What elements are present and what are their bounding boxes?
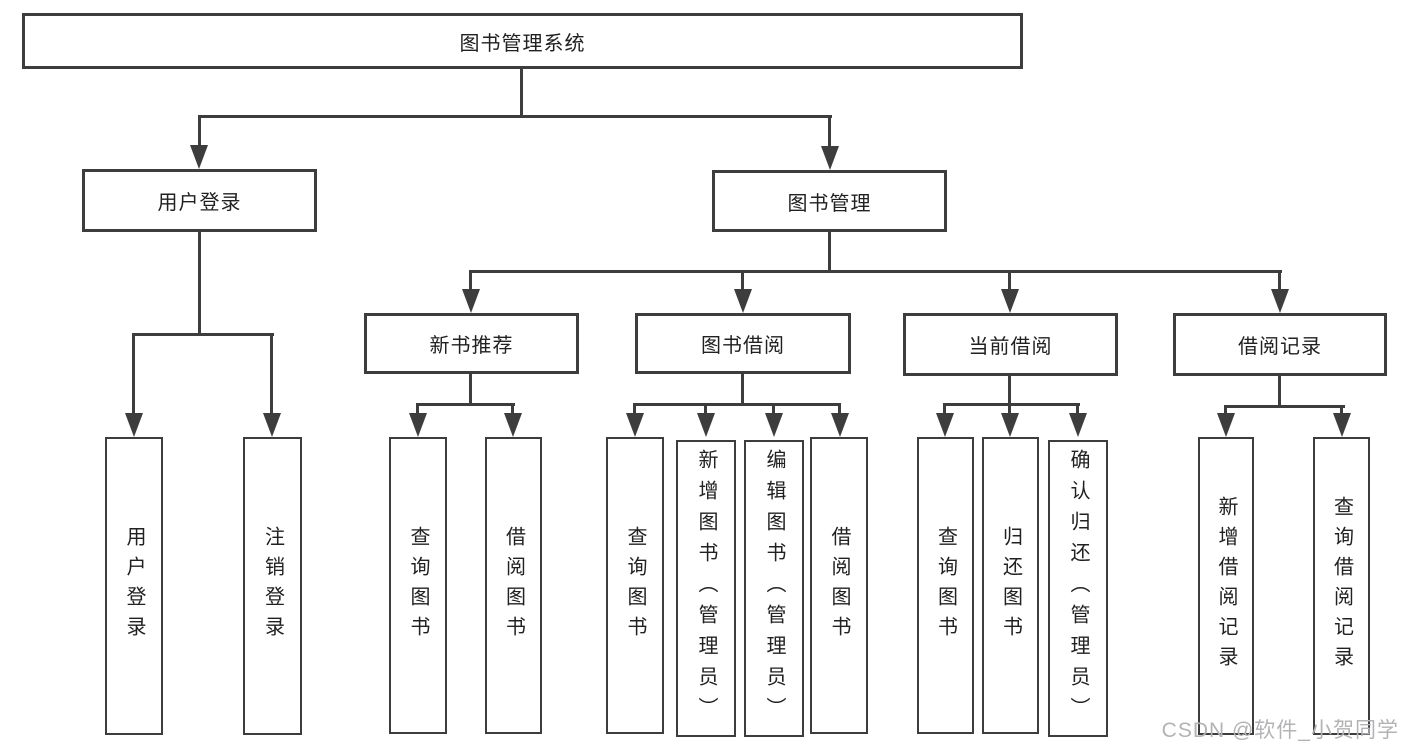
arrowhead-icon [504, 413, 522, 437]
leaf-add-book-admin: 新增图书（管理员） [676, 440, 736, 737]
leaf-label: 借阅图书 [828, 525, 850, 646]
connector-level3-bar [469, 270, 1282, 273]
arrowhead-icon [626, 413, 644, 437]
connector-drop [1224, 405, 1227, 415]
connector-drop [1008, 270, 1011, 292]
connector-drop [741, 270, 744, 292]
connector-mgmt-stem [828, 232, 831, 273]
leaf-label: 新增借阅记录 [1215, 496, 1237, 676]
connector-stem [741, 374, 744, 406]
node-user-login: 用户登录 [82, 169, 317, 232]
leaf-label: 查询图书 [624, 525, 646, 646]
node-new-book-recommend: 新书推荐 [364, 313, 579, 374]
arrowhead-icon [190, 145, 208, 169]
leaf-label: 查询借阅记录 [1330, 496, 1353, 676]
arrowhead-icon [125, 413, 143, 437]
connector-drop [943, 403, 946, 415]
leaf-confirm-return-admin: 确认归还（管理员） [1048, 440, 1108, 737]
leaf-edit-book-admin: 编辑图书（管理员） [744, 440, 804, 737]
leaf-query-borrow-record: 查询借阅记录 [1313, 437, 1370, 735]
connector-drop [1278, 270, 1281, 292]
arrowhead-icon [462, 289, 480, 313]
connector-drop [511, 403, 514, 415]
node-borrow-records: 借阅记录 [1173, 313, 1387, 376]
arrowhead-icon [1217, 413, 1235, 437]
connector-drop [1076, 403, 1079, 415]
connector-drop [633, 403, 636, 415]
leaf-label: 用户登录 [123, 526, 145, 646]
connector-drop-mgmt [828, 115, 831, 148]
arrowhead-icon [409, 413, 427, 437]
connector-bar [416, 403, 515, 406]
connector-bar [1224, 405, 1345, 408]
node-new-book-recommend-label: 新书推荐 [429, 335, 514, 357]
leaf-label: 归还图书 [999, 525, 1022, 646]
leaf-logout: 注销登录 [243, 437, 302, 735]
node-book-borrow: 图书借阅 [635, 313, 851, 374]
connector-drop [772, 403, 775, 415]
arrowhead-icon [263, 413, 281, 437]
leaf-label: 借阅图书 [502, 525, 525, 646]
csdn-watermark: CSDN @软件_小贺同学 [1161, 719, 1399, 742]
arrowhead-icon [821, 146, 839, 170]
leaf-add-borrow-record: 新增借阅记录 [1198, 437, 1254, 735]
arrowhead-icon [1001, 413, 1019, 437]
arrowhead-icon [1271, 289, 1289, 313]
leaf-borrow-books-1: 借阅图书 [485, 437, 542, 734]
connector-drop [270, 333, 273, 414]
connector-level2-bar [198, 115, 832, 118]
leaf-query-books-3: 查询图书 [917, 437, 974, 734]
connector-stem [1278, 376, 1281, 408]
leaf-label: 查询图书 [407, 525, 429, 646]
node-borrow-records-label: 借阅记录 [1238, 336, 1322, 358]
node-root: 图书管理系统 [22, 13, 1023, 69]
leaf-user-login: 用户登录 [105, 437, 163, 735]
connector-bar [633, 403, 841, 406]
leaf-borrow-books-2: 借阅图书 [810, 437, 868, 734]
leaf-return-book: 归还图书 [982, 437, 1039, 734]
arrowhead-icon [765, 413, 783, 437]
leaf-label: 新增图书（管理员） [695, 449, 717, 728]
connector-stem [469, 374, 472, 406]
connector-drop [1008, 403, 1011, 415]
connector-drop-login [198, 115, 201, 148]
connector-drop [704, 403, 707, 415]
node-root-label: 图书管理系统 [459, 32, 586, 55]
arrowhead-icon [697, 413, 715, 437]
node-user-login-label: 用户登录 [157, 192, 242, 214]
arrowhead-icon [1333, 413, 1351, 437]
connector-login-bar [132, 333, 274, 336]
leaf-query-books-2: 查询图书 [606, 437, 664, 734]
leaf-label: 注销登录 [261, 526, 284, 646]
connector-root-stem [520, 69, 523, 117]
node-current-borrow-label: 当前借阅 [968, 336, 1053, 358]
leaf-label: 确认归还（管理员） [1067, 449, 1089, 728]
connector-drop [838, 403, 841, 415]
connector-drop [132, 333, 135, 414]
connector-drop [416, 403, 419, 415]
node-book-management: 图书管理 [712, 170, 947, 232]
connector-drop [1340, 405, 1343, 415]
leaf-query-books-1: 查询图书 [389, 437, 447, 734]
node-book-management-label: 图书管理 [787, 192, 872, 215]
connector-stem [1008, 376, 1011, 406]
connector-login-stem [198, 232, 201, 336]
arrowhead-icon [936, 413, 954, 437]
arrowhead-icon [1001, 289, 1019, 313]
leaf-label: 查询图书 [934, 525, 957, 646]
node-book-borrow-label: 图书借阅 [701, 335, 785, 357]
connector-drop [469, 270, 472, 292]
arrowhead-icon [831, 413, 849, 437]
node-current-borrow: 当前借阅 [903, 313, 1118, 376]
connector-bar [943, 403, 1080, 406]
arrowhead-icon [734, 289, 752, 313]
leaf-label: 编辑图书（管理员） [763, 449, 785, 728]
arrowhead-icon [1069, 413, 1087, 437]
